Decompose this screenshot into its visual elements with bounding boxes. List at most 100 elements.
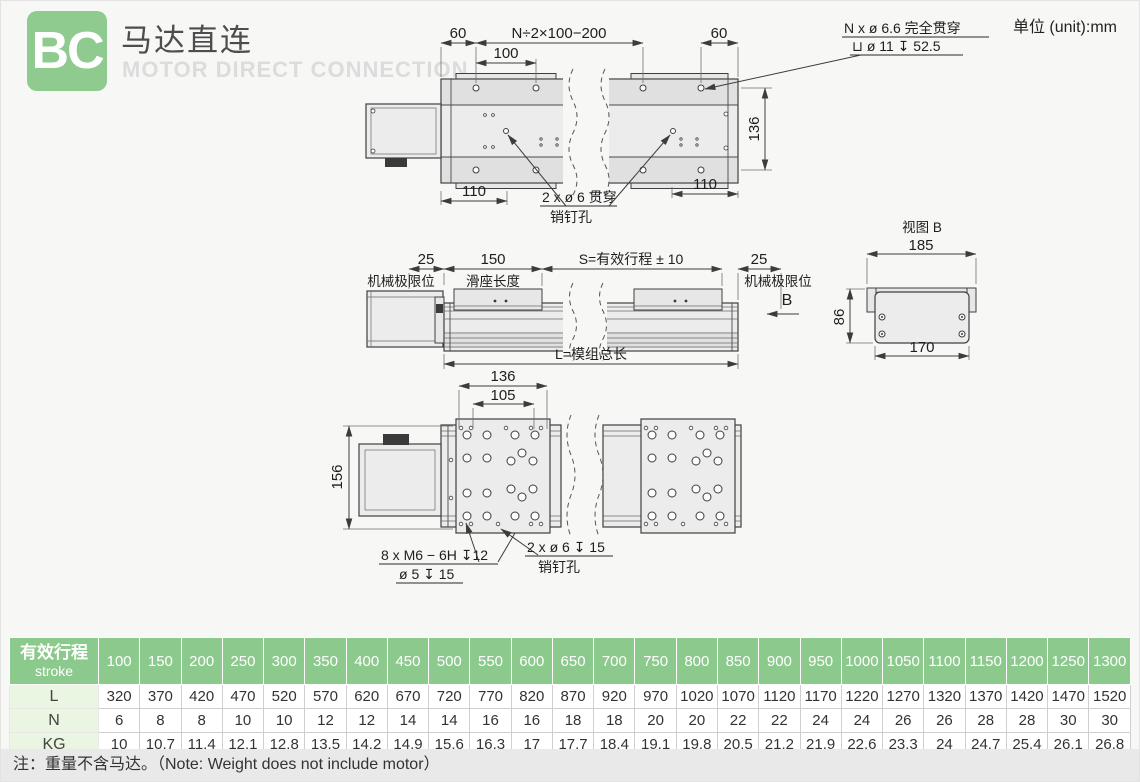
table-cell: 18 <box>593 708 636 733</box>
table-cell: 1370 <box>964 684 1007 709</box>
table-cell: 520 <box>263 684 306 709</box>
cross-section-body <box>874 291 970 344</box>
limit-label-right: 机械极限位 <box>744 274 812 289</box>
motor-top-view <box>365 103 442 167</box>
table-cell: 14 <box>386 708 430 733</box>
table-cell: 620 <box>345 684 388 709</box>
dim-150: 150 <box>480 251 505 268</box>
table-cell: 10 <box>221 708 265 733</box>
pin-callout-line1: 2 x ø 6 贯穿 <box>542 189 617 205</box>
dim-185: 185 <box>908 237 933 254</box>
table-cell: 1220 <box>840 684 884 709</box>
bottom-view-drawing: 136 105 156 8 x M6 − 6H ↧12 ø 5 ↧ 15 2 x… <box>329 368 742 584</box>
dim-86: 86 <box>831 309 848 326</box>
stroke-column-header: 100 <box>97 637 141 685</box>
screw-callout-line1: 8 x M6 − 6H ↧12 <box>381 547 488 563</box>
footnote: 注：重量不含马达。（Note: Weight does not include … <box>1 749 1139 781</box>
pin-callout-bottom-line1: 2 x ø 6 ↧ 15 <box>527 539 605 555</box>
dim-pitch: N÷2×100−200 <box>512 25 607 42</box>
dim-105: 105 <box>490 387 515 404</box>
stroke-column-header: 950 <box>799 637 842 685</box>
stroke-column-header: 900 <box>758 637 801 685</box>
table-cell: 920 <box>593 684 636 709</box>
stroke-column-header: 500 <box>428 637 471 685</box>
limit-label-left: 机械极限位 <box>367 274 435 289</box>
dim-60-right: 60 <box>711 25 728 42</box>
table-cell: 24 <box>840 708 884 733</box>
cross-section-screws <box>878 313 966 338</box>
table-cell: 8 <box>139 708 182 733</box>
table-cell: 1470 <box>1047 684 1090 709</box>
table-cell: 8 <box>180 708 223 733</box>
row-label-cell: L <box>9 684 99 709</box>
dim-100: 100 <box>493 45 518 62</box>
dim-136-bottom-view: 136 <box>490 368 515 385</box>
stroke-column-header: 1250 <box>1047 637 1090 685</box>
stroke-column-header: 1050 <box>882 637 925 685</box>
table-cell: 370 <box>139 684 182 709</box>
view-b-marker: B <box>782 292 793 309</box>
table-cell: 12 <box>304 708 347 733</box>
view-b-title: 视图 B <box>902 220 942 235</box>
stroke-column-header: 1200 <box>1005 637 1049 685</box>
table-cell: 1020 <box>675 684 718 709</box>
table-cell: 570 <box>304 684 347 709</box>
dim-170: 170 <box>909 339 934 356</box>
slider-length-label: 滑座长度 <box>466 274 520 289</box>
pin-callout-line2: 销钉孔 <box>550 209 592 225</box>
stroke-column-header: 1100 <box>923 637 966 685</box>
stroke-column-header: 750 <box>634 637 677 685</box>
table-cell: 1520 <box>1088 684 1131 709</box>
dim-total-length: L=模组总长 <box>555 346 627 362</box>
stroke-column-header: 300 <box>263 637 306 685</box>
stroke-column-header: 550 <box>469 637 512 685</box>
table-cell: 1170 <box>799 684 842 709</box>
table-cell: 26 <box>923 708 966 733</box>
stroke-column-header: 200 <box>180 637 223 685</box>
motor-bottom-view <box>358 434 442 517</box>
hole-callout-line1: N x ø 6.6 完全贯穿 <box>844 20 961 36</box>
page-title: 马达直连 <box>121 23 253 58</box>
product-series-badge: BC <box>27 11 107 91</box>
table-cell: 970 <box>634 684 677 709</box>
table-cell: 670 <box>386 684 430 709</box>
table-cell: 720 <box>428 684 471 709</box>
screw-callout-line2: ø 5 ↧ 15 <box>399 566 455 582</box>
table-cell: 1120 <box>758 684 801 709</box>
table-cell: 26 <box>882 708 925 733</box>
table-cell: 30 <box>1047 708 1090 733</box>
stroke-column-header: 850 <box>716 637 760 685</box>
table-cell: 16 <box>469 708 512 733</box>
stroke-column-header: 250 <box>221 637 265 685</box>
view-b-drawing: 视图 B 185 86 170 <box>831 220 977 360</box>
stroke-column-header: 600 <box>510 637 553 685</box>
table-cell: 770 <box>469 684 512 709</box>
table-cell: 470 <box>221 684 265 709</box>
hole-callout-line2: ⊔ ø 11 ↧ 52.5 <box>852 38 941 54</box>
table-cell: 28 <box>1005 708 1049 733</box>
table-cell: 20 <box>675 708 718 733</box>
table-cell: 420 <box>180 684 223 709</box>
stroke-column-header: 650 <box>551 637 595 685</box>
table-cell: 16 <box>510 708 553 733</box>
unit-label: 单位 (unit):mm <box>1012 19 1117 36</box>
table-cell: 24 <box>799 708 842 733</box>
row-label-cell: N <box>9 708 99 733</box>
stroke-header-zh: 有效行程 <box>20 643 88 662</box>
stroke-column-header: 1150 <box>964 637 1007 685</box>
stroke-column-header: 400 <box>345 637 388 685</box>
side-view-drawing: 25 150 S=有效行程 ± 10 25 机械极限位 滑座长度 机械极限位 B… <box>366 251 812 369</box>
table-cell: 1320 <box>923 684 966 709</box>
page-subtitle: MOTOR DIRECT CONNECTION <box>122 57 469 82</box>
motor-side-view <box>366 290 445 348</box>
dim-25-left: 25 <box>418 251 435 268</box>
stroke-column-header: 1300 <box>1088 637 1131 685</box>
dim-stroke: S=有效行程 ± 10 <box>579 251 684 267</box>
stroke-column-header: 700 <box>593 637 636 685</box>
table-cell: 1420 <box>1005 684 1049 709</box>
